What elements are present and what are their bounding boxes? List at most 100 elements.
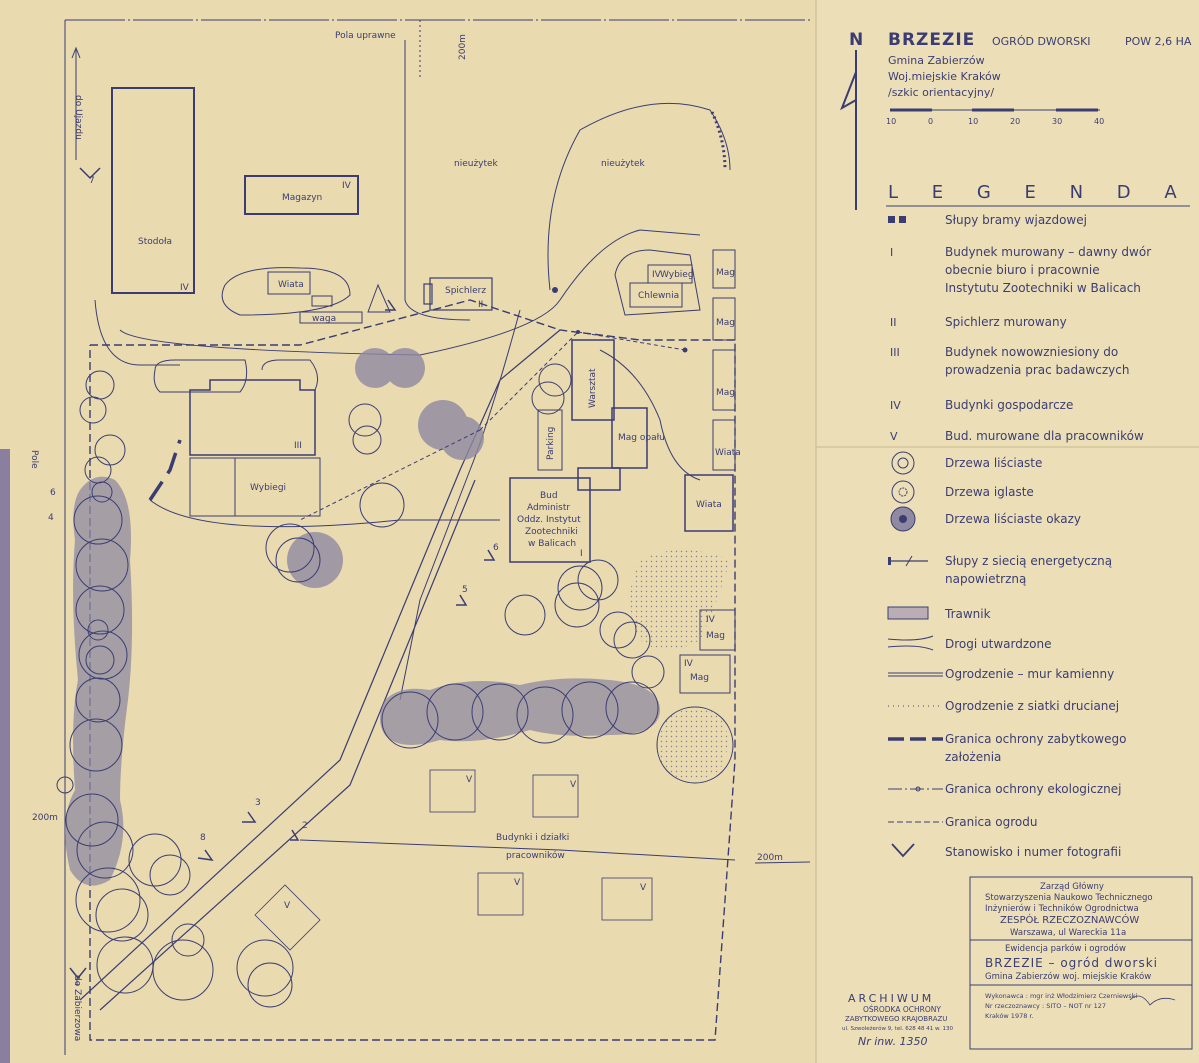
svg-text:1: 1 <box>74 978 80 988</box>
legend-item-specimen: Drzewa liściaste okazy <box>890 506 1081 532</box>
label-iv-stodola: IV <box>180 283 190 293</box>
inventory-number: Nr inw. 1350 <box>858 1035 928 1048</box>
label-mag-5: Mag <box>690 673 709 683</box>
label-pole: Pole <box>29 450 39 469</box>
label-waga: waga <box>312 314 336 324</box>
IV-symbol-icon: IV <box>890 399 901 412</box>
power-line <box>299 287 688 521</box>
label-spichlerz: Spichlerz <box>445 286 486 296</box>
label-do-ujazdu: do Ujazdu <box>73 95 83 140</box>
I-symbol-icon: I <box>890 246 893 259</box>
label-budynki-dzialki: Budynki i działki pracowników <box>496 833 572 861</box>
scale-tick-4: 30 <box>1052 117 1062 126</box>
svg-text:7: 7 <box>89 176 95 186</box>
legend-item-garden-border: Granica ogrodu <box>888 815 1037 829</box>
legend-item-deciduous: Drzewa liściaste <box>891 451 1042 475</box>
svg-text:2: 2 <box>302 821 308 831</box>
svg-text:V: V <box>890 430 898 443</box>
label-bud-admin: Bud Administr Oddz. Instytut Zootechniki… <box>517 491 584 549</box>
label-wiata-1: Wiata <box>278 280 304 290</box>
scale-tick-5: 40 <box>1094 117 1104 126</box>
legend-text: Granica ochrony ekologicznej <box>945 782 1121 796</box>
stamp-line-4: ZESPÓŁ RZECZOZNAWCÓW <box>1000 913 1139 926</box>
legend-text: Ogrodzenie – mur kamienny <box>945 667 1114 681</box>
archive-line-1: ARCHIWUM <box>848 992 934 1005</box>
svg-text:8: 8 <box>200 833 206 843</box>
stamp-line-2: Stowarzyszenia Naukowo Technicznego <box>985 893 1153 903</box>
title-type: OGRÓD DWORSKI <box>992 35 1091 48</box>
svg-text:6: 6 <box>50 488 56 498</box>
legend-item-lawn: Trawnik <box>887 606 991 621</box>
signature <box>1129 995 1176 1006</box>
legend-text: Drogi utwardzone <box>945 637 1051 651</box>
photo-stations <box>69 167 496 980</box>
legend-text: Budynek murowany – dawny dwór <box>945 245 1151 259</box>
stamp-line-7: BRZEZIE – ogród dworski <box>985 956 1158 970</box>
legend-text: Spichlerz murowany <box>945 315 1067 329</box>
legend-text: założenia <box>945 750 1001 764</box>
label-wiata-3: Wiata <box>715 448 741 458</box>
legend-panel <box>816 0 1199 1063</box>
legend-text: Instytutu Zootechniki w Balicach <box>945 281 1141 295</box>
stamp-line-11: Kraków 1978 r. <box>985 1012 1034 1020</box>
title-area: POW 2,6 HA <box>1125 35 1192 48</box>
legend-item-conifer: Drzewa iglaste <box>891 480 1034 504</box>
title-line4: /szkic orientacyjny/ <box>888 86 994 99</box>
label-iv-magazyn: IV <box>342 181 352 191</box>
legend-text: Granica ochrony zabytkowego <box>945 732 1126 746</box>
stamp-line-1: Zarząd Główny <box>1040 881 1104 892</box>
legend-text: Ogrodzenie z siatki drucianej <box>945 699 1119 713</box>
legend-item-heritage-border: Granica ochrony zabytkowego założenia <box>888 732 1126 764</box>
deciduous-symbol-icon <box>891 451 915 475</box>
power-line-symbol-icon <box>888 555 928 567</box>
svg-text:3: 3 <box>255 798 261 808</box>
stone-wall-symbol-icon <box>888 672 943 677</box>
label-chlewnia: Chlewnia <box>638 291 679 301</box>
label-magazyn: Magazyn <box>282 193 322 203</box>
legend-text: Drzewa iglaste <box>945 485 1034 499</box>
V-symbol-icon: V <box>890 430 898 443</box>
label-dist-right: 200m <box>757 853 783 863</box>
svg-text:5: 5 <box>462 585 468 595</box>
legend-text: obecnie biuro i pracownie <box>945 263 1100 277</box>
legend-text: Stanowisko i numer fotografii <box>945 845 1121 859</box>
label-dist-top: 200m <box>458 34 468 60</box>
label-do-zabierzowa: do Zabierzowa <box>72 975 82 1041</box>
archive-line-2: OŚRODKA OCHRONY <box>863 1005 941 1014</box>
north-letter: N <box>849 30 864 50</box>
label-mag-2: Mag <box>716 318 735 328</box>
stamp-line-10: Nr rzeczoznawcy : SITO – NOT nr 127 <box>985 1002 1106 1010</box>
stamp-line-5: Warszawa, ul Wareckia 11a <box>1010 928 1126 938</box>
title-place: BRZEZIE <box>888 30 975 50</box>
stamp-line-3: Inżynierów i Techników Ogrodnictwa <box>985 903 1139 914</box>
svg-text:4: 4 <box>48 513 54 523</box>
stamp-line-8: Gmina Zabierzów woj. miejskie Kraków <box>985 971 1151 982</box>
lawn-symbol-icon <box>887 606 929 620</box>
legend-text: prowadzenia prac badawczych <box>945 363 1129 377</box>
conifer-symbol-icon <box>891 480 915 504</box>
legend-item-I: I Budynek murowany – dawny dwór obecnie bi… <box>890 245 1151 295</box>
svg-text:II: II <box>890 316 897 329</box>
label-v-4: V <box>640 883 647 893</box>
archive-line-4: ul. Szwoleżerów 9, tel. 628 48 41 w. 130 <box>842 1025 953 1032</box>
stamp: Zarząd Główny Stowarzyszenia Naukowo Tec… <box>969 876 1193 1050</box>
label-v-2: V <box>570 780 577 790</box>
legend-text: Słupy z siecią energetyczną <box>945 554 1112 568</box>
legend-text: Budynki gospodarcze <box>945 398 1073 412</box>
archive-stamp: ARCHIWUM OŚRODKA OCHRONY ZABYTKOWEGO KRA… <box>842 992 953 1048</box>
legend-text: Drzewa liściaste <box>945 456 1042 470</box>
label-iv-mag-4: IV <box>706 615 716 625</box>
legend-heading: L E G E N D A <box>888 182 1191 203</box>
legend-text: Granica ogrodu <box>945 815 1037 829</box>
label-stodola: Stodoła <box>138 237 172 247</box>
label-v-3: V <box>514 878 521 888</box>
legend-text: Słupy bramy wjazdowej <box>945 213 1087 227</box>
scale-bar: 10 0 10 20 30 40 <box>886 108 1104 126</box>
III-symbol-icon: III <box>890 346 900 359</box>
legend-item-IV: IV Budynki gospodarcze <box>890 398 1073 412</box>
scale-tick-1: 0 <box>928 117 933 126</box>
